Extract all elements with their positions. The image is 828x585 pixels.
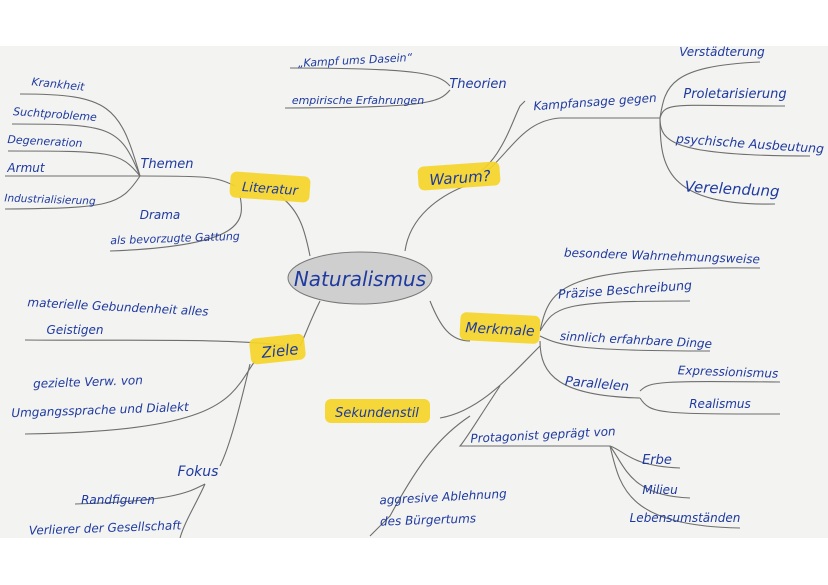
line-protagonist-1 — [609, 445, 681, 469]
protagonist-item-1: Erbe — [642, 453, 672, 468]
parallelen-item-1: Expressionismus — [678, 363, 779, 381]
ablehnung-line-1: aggresive Ablehnung — [379, 487, 507, 508]
fokus-label: Fokus — [178, 464, 219, 480]
highlight-ziele — [249, 333, 306, 365]
line-themen-1 — [19, 93, 141, 177]
line-center-warum — [404, 185, 466, 252]
drama-line-2: als bevorzugte Gattung — [110, 230, 240, 248]
line-ziele-fokus — [219, 363, 251, 467]
line-ziele-2 — [24, 360, 256, 435]
line-theorien-kampf — [289, 67, 451, 87]
kampfansage-item-4: Verelendung — [684, 178, 780, 201]
warum-label: Warum? — [429, 167, 492, 189]
sekundenstil-label: Sekundenstil — [335, 406, 419, 421]
highlights — [229, 161, 541, 423]
highlight-merkmale — [459, 312, 541, 344]
ziele-item-1-line-1: materielle Gebundenheit alles — [27, 295, 209, 318]
themen-item-4: Armut — [6, 161, 45, 175]
line-theorien-empirisch — [284, 89, 451, 109]
line-merkmale-sekundenstil — [439, 345, 541, 419]
theorien-label: Theorien — [449, 77, 506, 92]
ziele-item-2-line-1: gezielte Verw. von — [33, 373, 143, 391]
line-kampf-4 — [659, 117, 776, 205]
theorien-item-1: „Kampf ums Dasein“ — [297, 51, 413, 70]
drama-line-1: Drama — [140, 208, 181, 222]
fokus-item-2: Verlierer der Gesellschaft — [29, 518, 183, 537]
line-kampf-3 — [659, 117, 811, 157]
center-ellipse — [287, 251, 433, 305]
themen-item-2: Suchtprobleme — [13, 105, 98, 124]
line-themen-3 — [7, 150, 141, 177]
center-label: Naturalismus — [294, 267, 426, 291]
line-literatur-themen — [139, 175, 236, 187]
line-merkmale-parallelen — [539, 340, 641, 399]
themen-item-3: Degeneration — [7, 133, 83, 150]
kampfansage-item-2: Proletarisierung — [683, 87, 786, 102]
line-merkmale-3 — [539, 335, 711, 352]
merkmale-item-3: sinnlich erfahrbare Dinge — [560, 329, 713, 351]
line-literatur-drama — [109, 195, 243, 252]
line-parallelen-2 — [639, 397, 781, 415]
line-center-merkmale — [429, 300, 471, 342]
mindmap-sheet: Naturalismus Warum? Theorien „Kampf ums … — [0, 46, 828, 538]
ziele-item-1-line-2: Geistigen — [47, 323, 104, 337]
protagonist-label: Protagonist geprägt von — [470, 424, 616, 446]
line-kampf-2 — [659, 104, 786, 119]
highlight-sekundenstil — [325, 399, 430, 423]
line-merkmale-1 — [539, 267, 761, 332]
line-protagonist-3 — [609, 445, 741, 529]
kampfansage-label: Kampfansage gegen — [533, 91, 657, 114]
line-ziele-1 — [24, 339, 286, 347]
ziele-label: Ziele — [260, 340, 300, 362]
protagonist-item-2: Milieu — [642, 483, 678, 497]
parallelen-label: Parallelen — [564, 374, 629, 395]
line-center-literatur — [279, 195, 311, 257]
merkmale-item-1: besondere Wahrnehmungsweise — [564, 246, 760, 267]
highlight-warum — [417, 161, 501, 191]
line-fokus-1 — [74, 483, 206, 505]
highlight-literatur — [229, 171, 311, 203]
protagonist-item-3: Lebensumständen — [630, 511, 741, 525]
line-warum-kampfansage — [474, 117, 660, 182]
line-merkmale-2 — [539, 300, 691, 332]
line-parallelen-1 — [639, 381, 781, 392]
ziele-item-2-line-2: Umgangssprache und Dialekt — [11, 400, 190, 420]
theorien-item-2: empirische Erfahrungen — [292, 94, 424, 107]
themen-item-5: Industrialisierung — [4, 192, 96, 207]
kampfansage-item-1: Verstädterung — [679, 46, 765, 59]
fokus-item-1: Randfiguren — [81, 493, 155, 507]
line-themen-5 — [4, 175, 141, 210]
literatur-label: Literatur — [241, 180, 300, 199]
themen-item-1: Krankheit — [31, 75, 86, 94]
parallelen-item-2: Realismus — [689, 397, 751, 411]
kampfansage-item-3: psychische Ausbeutung — [675, 131, 825, 156]
mindmap: Naturalismus Warum? Theorien „Kampf ums … — [4, 46, 825, 538]
merkmale-label: Merkmale — [465, 320, 535, 340]
merkmale-item-2: Präzise Beschreibung — [558, 277, 693, 301]
themen-label: Themen — [140, 157, 193, 172]
ablehnung-line-2: des Bürgertums — [380, 511, 476, 528]
line-fokus-2 — [179, 483, 206, 538]
line-ablehnung — [369, 415, 471, 537]
line-protagonist-2 — [609, 445, 691, 499]
line-protagonist — [458, 385, 610, 447]
line-kampf-1 — [659, 61, 761, 119]
line-themen-2 — [11, 123, 141, 177]
